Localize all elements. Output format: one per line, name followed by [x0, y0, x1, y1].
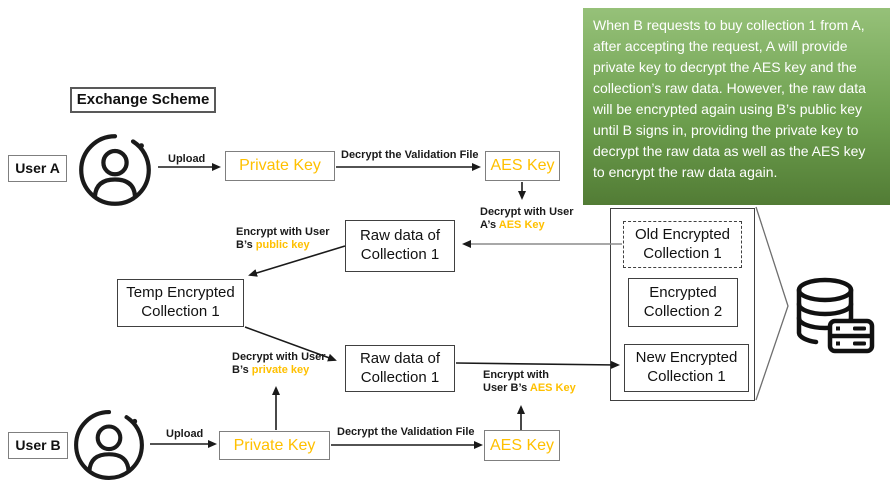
new-encrypted-box: New Encrypted Collection 1	[624, 344, 749, 392]
arrow-raw-to-new	[455, 360, 620, 369]
user-a-person-icon	[79, 134, 151, 206]
storage-container	[610, 208, 755, 401]
aes-key-b-box: AES Key	[484, 430, 560, 461]
raw-data-bottom-box: Raw data of Collection 1	[345, 345, 455, 392]
raw-data-top-box: Raw data of Collection 1	[345, 220, 455, 272]
user-b-label: User B	[8, 432, 68, 459]
aes-key-a-box: AES Key	[485, 151, 560, 181]
decrypt-b-private-label: Decrypt with User B’s private key	[232, 351, 326, 376]
decrypt-a-aes-label: Decrypt with User A’s AES Key	[480, 206, 574, 231]
temp-encrypted-box: Temp Encrypted Collection 1	[117, 279, 244, 327]
decrypt-validation-a-label: Decrypt the Validation File	[341, 149, 479, 161]
encrypt-b-public-label: Encrypt with User B’s public key	[236, 226, 330, 251]
encrypt-b-aes-label: Encrypt with User B’s AES Key	[483, 369, 576, 394]
private-key-a-box: Private Key	[225, 151, 335, 181]
upload-a-label: Upload	[168, 153, 206, 165]
private-key-b-box: Private Key	[219, 431, 330, 460]
encrypted-collection-2-box: Encrypted Collection 2	[628, 278, 738, 327]
database-icon	[796, 277, 875, 354]
upload-b-label: Upload	[166, 428, 204, 440]
decrypt-validation-b-label: Decrypt the Validation File	[337, 426, 475, 438]
user-b-person-icon	[74, 410, 144, 480]
user-a-label: User A	[8, 155, 67, 182]
annotation-note: When B requests to buy collection 1 from…	[583, 8, 890, 205]
diagram-title: Exchange Scheme	[70, 87, 216, 113]
storage-chevron-shape	[755, 206, 789, 401]
old-encrypted-box: Old Encrypted Collection 1	[623, 221, 742, 268]
